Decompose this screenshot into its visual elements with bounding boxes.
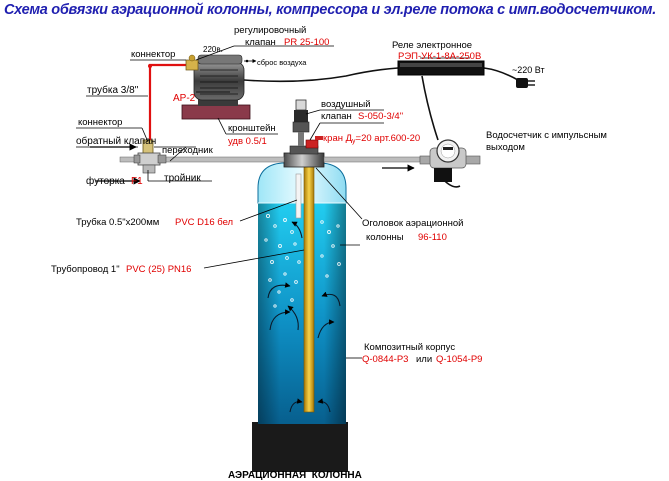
label-pipeline-code: PVC (25) PN16 xyxy=(126,264,191,275)
label-head-line2: колонны xyxy=(366,232,404,243)
column-base xyxy=(252,422,348,472)
label-futorka-code: F1 xyxy=(131,176,143,187)
label-body-line1: Композитный корпус xyxy=(364,342,455,353)
label-air-release: сброс воздуха xyxy=(257,58,307,67)
tee-assembly xyxy=(133,139,167,174)
label-connector-top: коннектор xyxy=(131,49,175,60)
leader-lines xyxy=(76,45,470,359)
label-column-caption: АЭРАЦИОННАЯ КОЛОННА xyxy=(228,470,362,481)
label-connector-mid: коннектор xyxy=(78,117,122,128)
label-air-valve-line1: воздушный xyxy=(321,99,371,110)
label-tap-sub: у xyxy=(352,138,356,145)
bracket xyxy=(181,104,251,120)
label-air-valve-line2: клапан xyxy=(321,111,352,122)
label-adapter: переходник xyxy=(162,145,214,156)
compressor xyxy=(181,54,257,120)
label-head-code: 96-110 xyxy=(418,232,447,243)
mains-plug xyxy=(516,78,535,88)
flow-arrows xyxy=(267,221,341,413)
label-bracket-line2: удв 0.5/1 xyxy=(228,136,267,147)
label-relay-title: Реле электронное xyxy=(392,40,472,51)
column-air-zone xyxy=(257,162,347,204)
label-tube-half: Трубка 0.5"х200мм xyxy=(76,217,159,228)
aeration-tube-half-inch xyxy=(295,173,302,219)
regulator-valve xyxy=(185,59,199,71)
column-head xyxy=(283,152,325,168)
label-tee: тройник xyxy=(164,173,201,184)
air-valve-assembly xyxy=(292,99,323,149)
label-relay-code: РЭП-УК-1-8А-250В xyxy=(398,51,481,62)
label-regulator-line1: регулировочный xyxy=(234,25,306,36)
aeration-column xyxy=(252,145,348,472)
label-meter-line2: выходом xyxy=(486,142,525,153)
label-tap-value: =20 арт.600-20 xyxy=(356,133,421,144)
label-tube-half-code: PVC D16 бел xyxy=(175,217,233,228)
electronic-relay xyxy=(397,60,485,76)
air-bubbles xyxy=(264,213,341,308)
label-voltage-mains: ~220 Вт xyxy=(512,65,545,75)
label-bracket-line1: кронштейн xyxy=(228,123,276,134)
label-tap-prefix: кран Д xyxy=(323,133,353,144)
label-meter-line1: Водосчетчик с импульсным xyxy=(486,130,607,141)
label-body-code-2: Q-1054-P9 xyxy=(436,354,482,365)
water-meter xyxy=(419,139,481,182)
label-regulator-code: PR 25-100 xyxy=(284,37,329,48)
label-pipeline: Трубопровод 1" xyxy=(51,264,120,275)
diagram-title: Схема обвязки аэрационной колонны, компр… xyxy=(4,2,656,18)
label-regulator-line2: клапан xyxy=(245,37,276,48)
tee xyxy=(137,152,161,166)
label-body-code-1: Q-0844-P3 xyxy=(362,354,408,365)
label-compressor-code: АР-2 xyxy=(173,93,196,104)
label-head-line1: Оголовок аэрационной xyxy=(362,218,464,229)
tap-valve xyxy=(305,139,319,149)
label-check-valve: обратный клапан xyxy=(76,135,156,147)
label-air-valve-code: S-050-3/4" xyxy=(358,111,403,122)
label-tube-38: трубка 3/8" xyxy=(87,84,139,96)
label-futorka: футорка xyxy=(86,175,125,187)
pipeline-one-inch xyxy=(303,165,315,413)
label-voltage-220: 220в. xyxy=(203,45,223,54)
label-body-or: или xyxy=(416,354,432,365)
label-tap-valve: кран Ду=20 арт.600-20 xyxy=(323,133,420,145)
